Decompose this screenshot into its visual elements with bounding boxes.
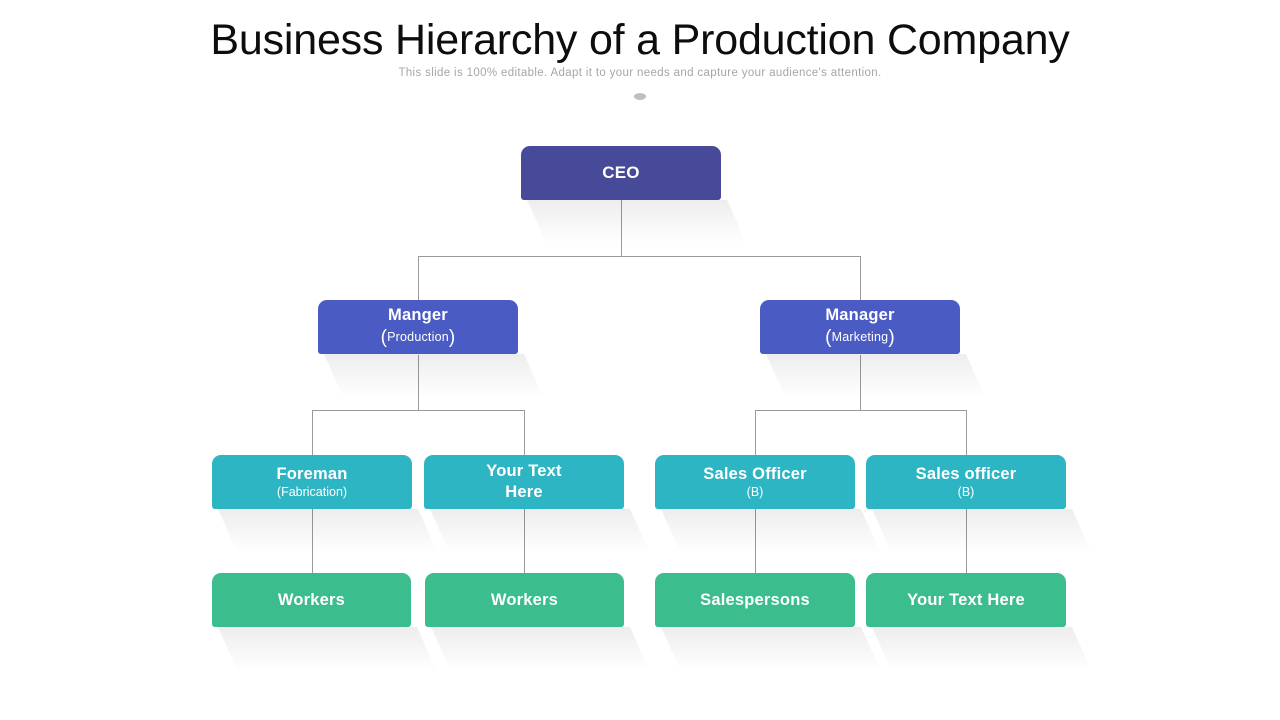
node-foreman-label: Foreman [276, 464, 348, 483]
node-manager-production-sub: (Production) [381, 327, 456, 349]
connector-sales-officer-b-drop [966, 410, 967, 456]
connector-production-bus [312, 410, 525, 411]
node-sales-officer-b-sub: (B) [957, 484, 975, 499]
connector-foreman-drop [312, 410, 313, 456]
title-divider-dot [634, 93, 646, 100]
node-sales-officer-a[interactable]: Sales Officer (B) [655, 455, 855, 509]
paren-close: ) [448, 326, 456, 348]
page-subtitle: This slide is 100% editable. Adapt it to… [398, 67, 882, 79]
node-manager-marketing[interactable]: Manager (Marketing) [760, 300, 960, 354]
node-manager-production-label: Manger [388, 305, 448, 324]
node-workers-1[interactable]: Workers [212, 573, 411, 627]
paren-open: ( [380, 326, 388, 348]
node-sales-officer-a-label: Sales Officer [703, 464, 807, 483]
connector-manager-marketing-drop [860, 256, 861, 301]
connector-foreman-to-workers [312, 509, 313, 574]
node-ceo[interactable]: CEO [521, 146, 721, 200]
node-ceo-label: CEO [602, 163, 640, 183]
node-your-text-placeholder-1[interactable]: Your Text Here [424, 455, 624, 509]
connector-sales-officer-a-to-salespersons [755, 509, 756, 574]
node-your-text-placeholder-2-label: Your Text Here [907, 590, 1025, 609]
node-your-text-placeholder-1-line2: Here [505, 483, 543, 501]
node-salespersons[interactable]: Salespersons [655, 573, 855, 627]
node-workers-2-label: Workers [490, 590, 559, 609]
node-salespersons-label: Salespersons [700, 590, 810, 609]
connector-manager-production-drop [418, 256, 419, 301]
node-workers-2[interactable]: Workers [425, 573, 624, 627]
connector-sales-officer-b-to-your-text [966, 509, 967, 574]
node-sales-officer-b[interactable]: Sales officer (B) [866, 455, 1066, 509]
connector-sales-officer-a-drop [755, 410, 756, 456]
node-manager-marketing-sub: (Marketing) [825, 327, 895, 349]
node-foreman-sub: (Fabrication) [276, 484, 348, 499]
node-sales-officer-a-sub: (B) [746, 484, 764, 499]
node-sales-officer-b-label: Sales officer [915, 464, 1017, 483]
node-your-text-placeholder-1-line1: Your Text [486, 461, 562, 480]
node-manager-marketing-label: Manager [825, 305, 895, 324]
node-manager-marketing-department: Marketing [831, 329, 889, 344]
connector-marketing-drop [860, 355, 861, 411]
connector-your-text-1-drop [524, 410, 525, 456]
node-foreman[interactable]: Foreman (Fabrication) [212, 455, 412, 509]
connector-ceo-drop [621, 200, 622, 256]
node-manager-production[interactable]: Manger (Production) [318, 300, 518, 354]
connector-production-drop [418, 355, 419, 411]
paren-close: ) [888, 326, 895, 348]
node-workers-1-label: Workers [277, 590, 346, 609]
connector-marketing-bus [755, 410, 967, 411]
node-manager-production-department: Production [387, 329, 449, 344]
node-your-text-placeholder-2[interactable]: Your Text Here [866, 573, 1066, 627]
paren-open: ( [825, 326, 832, 348]
connector-managers-bus [418, 256, 861, 257]
page-title: Business Hierarchy of a Production Compa… [210, 16, 1070, 64]
connector-your-text-1-to-workers [524, 509, 525, 574]
